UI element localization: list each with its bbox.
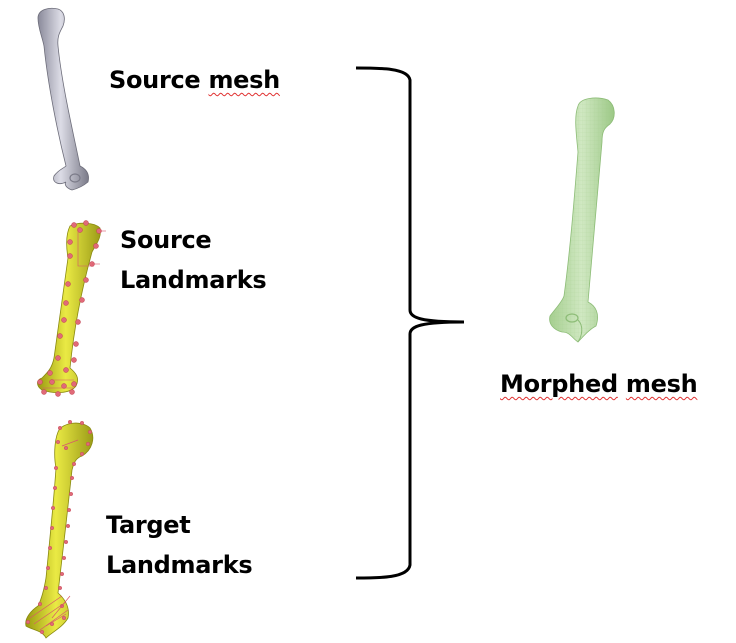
morphed-mesh-word2: mesh — [625, 370, 698, 398]
source-landmarks-line1: Source — [120, 226, 212, 254]
source-landmarks-label: Source Landmarks — [120, 220, 267, 300]
target-landmarks-line1: Target — [106, 511, 191, 539]
right-curly-brace-icon — [352, 60, 472, 590]
source-mesh-bone-icon — [30, 6, 110, 196]
source-mesh-word2: mesh — [208, 66, 280, 94]
morphed-mesh-bone-icon — [530, 92, 630, 352]
morphed-mesh-word1: Morphed — [500, 370, 618, 398]
target-landmarks-bone-icon — [22, 418, 112, 643]
source-mesh-label: Source mesh — [109, 60, 280, 100]
morphed-mesh-label: Morphed mesh — [500, 364, 698, 404]
source-landmarks-line2: Landmarks — [120, 266, 267, 294]
target-landmarks-line2: Landmarks — [106, 551, 253, 579]
source-landmarks-bone-icon — [30, 218, 115, 403]
source-mesh-word1: Source — [109, 66, 201, 94]
target-landmarks-label: Target Landmarks — [106, 505, 253, 585]
